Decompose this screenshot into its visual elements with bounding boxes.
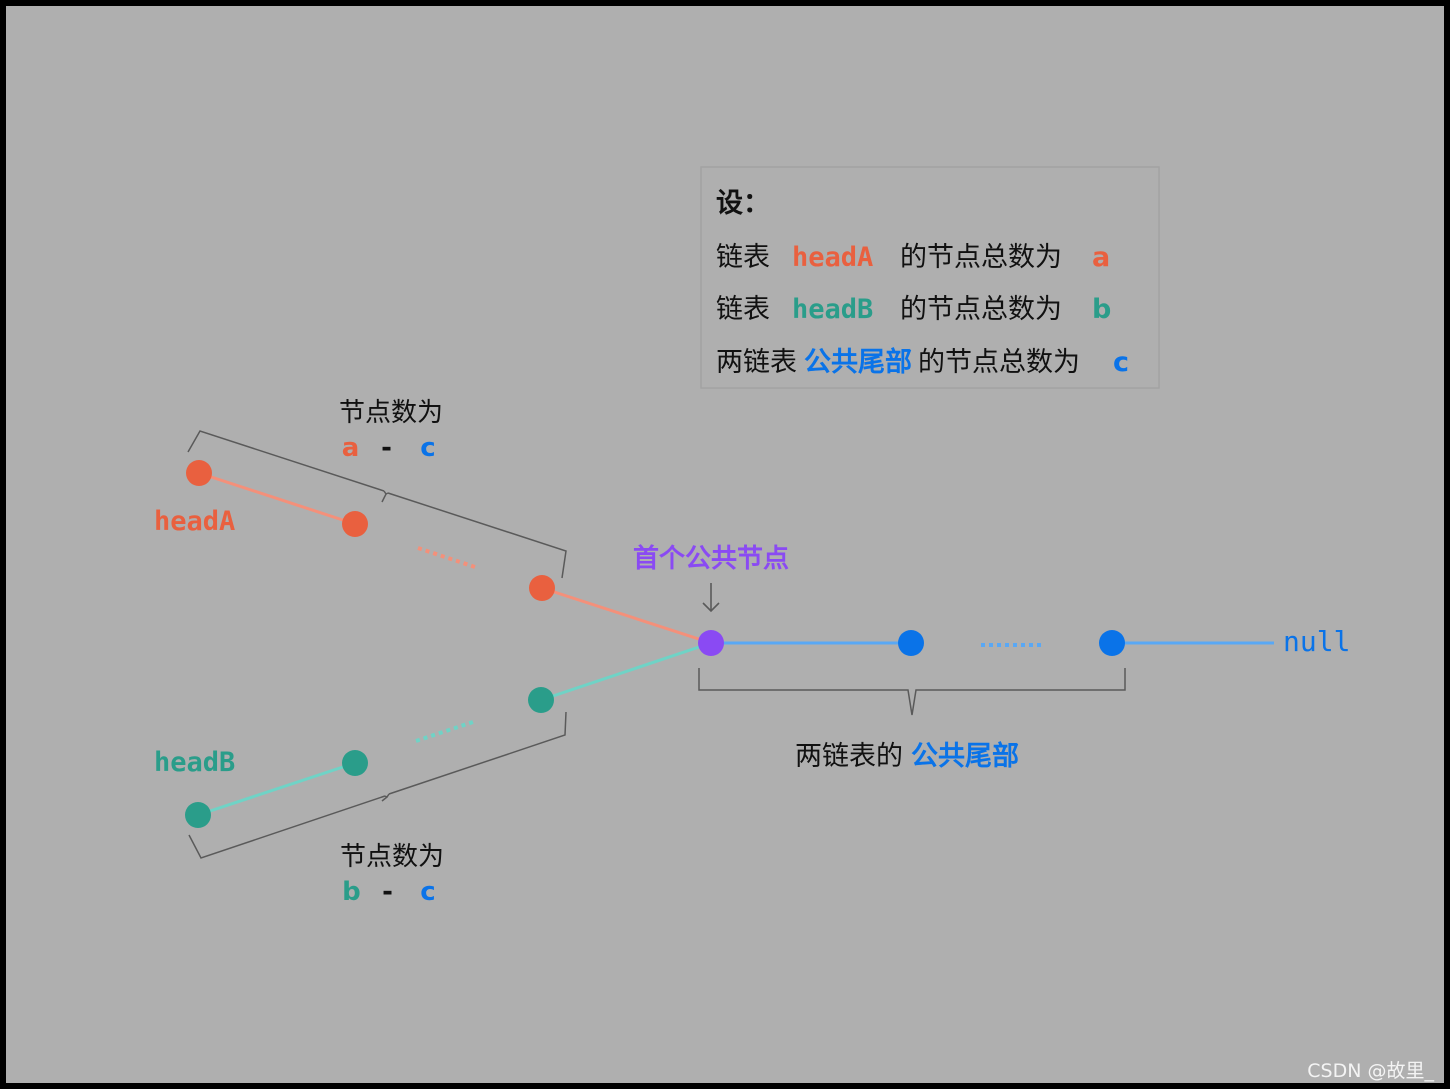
null-label: null xyxy=(1283,625,1350,658)
legend-frame xyxy=(700,166,1160,389)
braces xyxy=(187,430,1126,859)
legend-line-b-name: headB xyxy=(792,294,873,325)
down-arrow-icon xyxy=(702,583,720,613)
legend-line-b: 链表 headB 的节点总数为 b xyxy=(716,294,1111,325)
first-common-label: 首个公共节点 xyxy=(633,543,789,574)
list-a-edge xyxy=(541,586,712,645)
legend-title: 设： xyxy=(716,188,770,219)
tail-label-prefix: 两链表的 xyxy=(795,741,903,772)
head-a-label: headA xyxy=(154,506,235,537)
head-b-label: headB xyxy=(154,747,235,778)
list-b-node xyxy=(528,687,554,713)
legend-line-a: 链表 headA 的节点总数为 a xyxy=(716,242,1110,273)
list-a-dotted-gap xyxy=(417,546,479,570)
tail-node xyxy=(1099,630,1125,656)
tail-node xyxy=(898,630,924,656)
list-a-node xyxy=(529,575,555,601)
tail-nodes xyxy=(698,630,1125,656)
bottom-brace-formula: b - c xyxy=(342,877,436,907)
list-a-node xyxy=(186,460,212,486)
legend-line-c: 两链表 公共尾部 的节点总数为 c xyxy=(716,346,1129,378)
legend-line-c-prefix: 两链表 xyxy=(716,347,797,378)
top-brace-minus: - xyxy=(381,433,392,463)
list-b-node xyxy=(342,750,368,776)
legend-line-c-middle: 的节点总数为 xyxy=(918,347,1080,378)
list-b-edges xyxy=(197,641,712,817)
tail-edges xyxy=(711,641,1274,647)
top-brace-a: a xyxy=(342,433,360,463)
top-brace-title: 节点数为 xyxy=(339,398,443,428)
bottom-brace-c: c xyxy=(420,877,435,907)
watermark: CSDN @故里_ xyxy=(1307,1060,1434,1082)
list-a-edge xyxy=(198,471,356,526)
tail-label: 两链表的 公共尾部 xyxy=(795,740,1019,772)
legend-line-a-prefix: 链表 xyxy=(716,242,770,273)
bottom-brace-minus: - xyxy=(382,877,393,907)
list-b-nodes xyxy=(185,687,554,828)
top-brace xyxy=(187,430,567,579)
legend-line-a-var: a xyxy=(1092,242,1110,273)
legend-line-a-name: headA xyxy=(792,242,873,273)
tail-label-highlight: 公共尾部 xyxy=(911,740,1019,772)
bottom-brace-b: b xyxy=(342,877,361,907)
top-brace-c: c xyxy=(420,433,435,463)
list-b-edge xyxy=(197,761,356,817)
list-b-edge xyxy=(540,641,712,702)
top-brace-formula: a - c xyxy=(342,433,436,463)
list-b-node xyxy=(185,802,211,828)
legend-box: 设： 链表 headA 的节点总数为 a 链表 headB 的节点总数为 b 两… xyxy=(700,166,1160,389)
legend-line-c-var: c xyxy=(1113,347,1129,378)
legend-line-b-var: b xyxy=(1092,294,1111,325)
legend-line-c-highlight: 公共尾部 xyxy=(804,346,912,378)
legend-line-a-middle: 的节点总数为 xyxy=(900,242,1062,273)
bottom-brace-title: 节点数为 xyxy=(340,842,444,872)
bottom-brace xyxy=(188,711,567,859)
tail-brace xyxy=(698,668,1126,716)
legend-line-b-prefix: 链表 xyxy=(716,294,770,325)
list-a-nodes xyxy=(186,460,555,601)
legend-line-b-middle: 的节点总数为 xyxy=(900,294,1062,325)
list-a-node xyxy=(342,511,368,537)
list-b-dotted-gap xyxy=(415,719,477,743)
list-a-edges xyxy=(198,471,712,645)
first-common-node xyxy=(698,630,724,656)
